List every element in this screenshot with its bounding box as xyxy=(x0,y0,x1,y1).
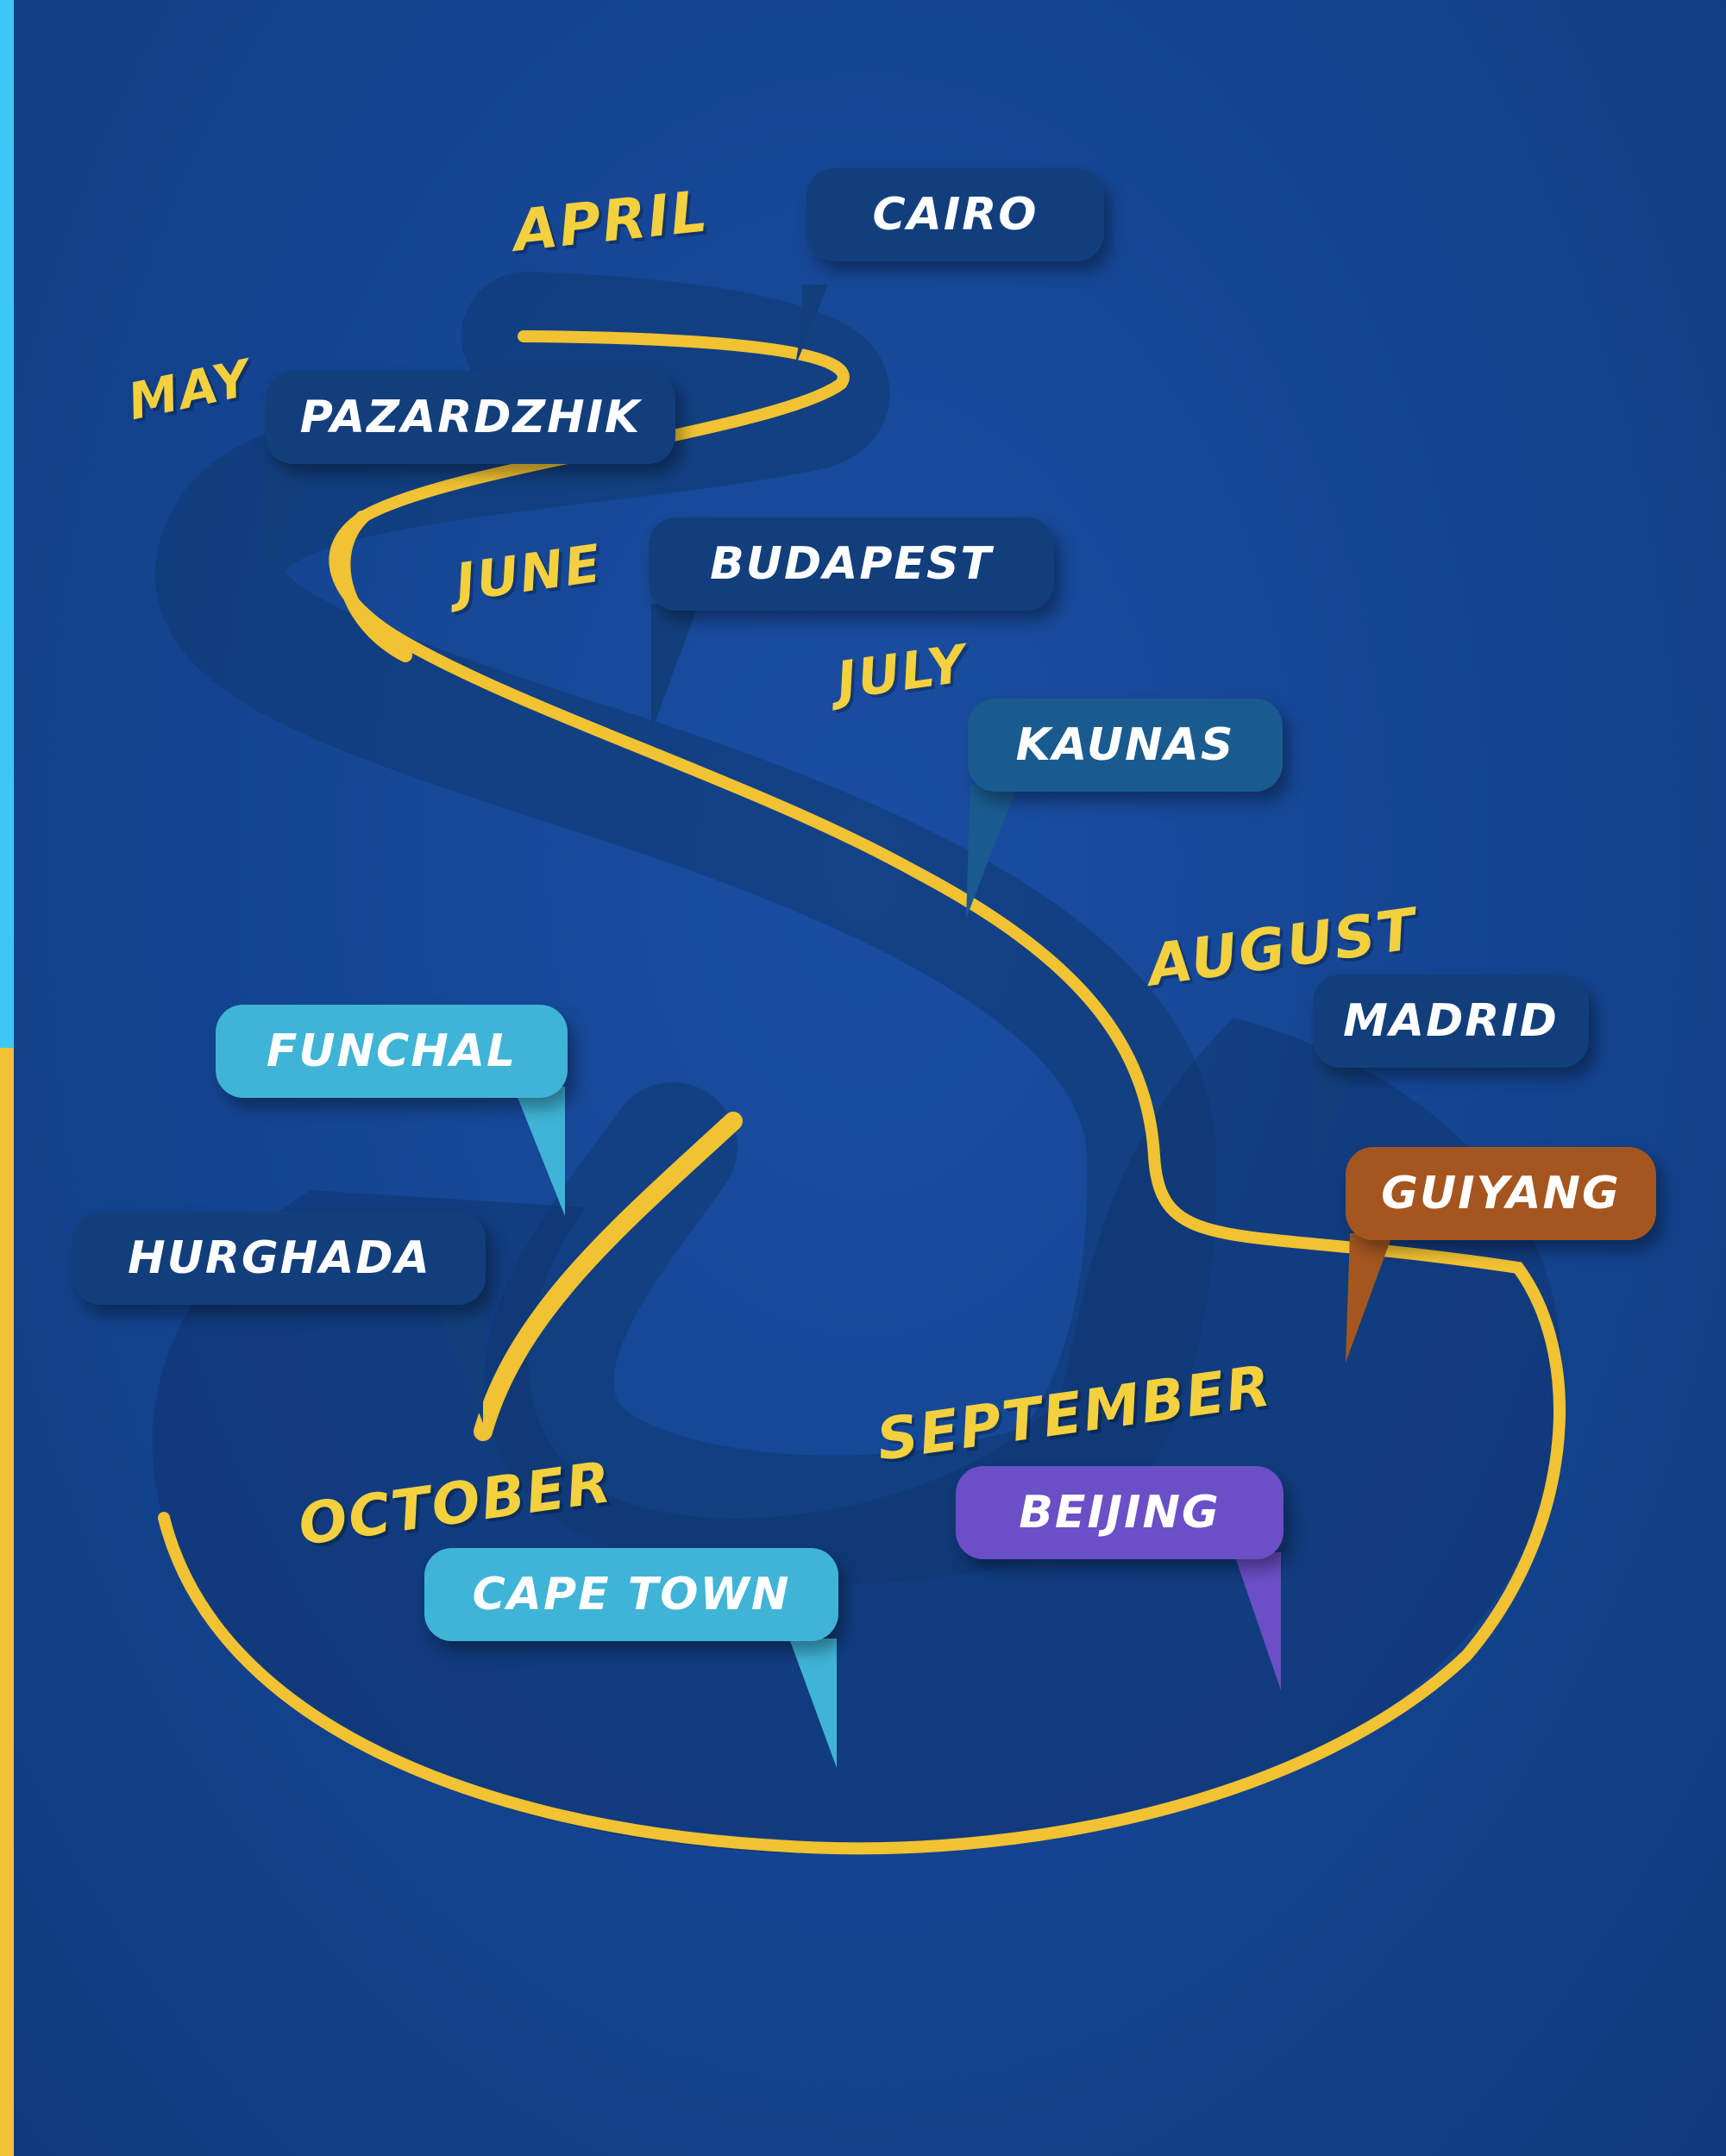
hurghada-bubble-tail xyxy=(431,1294,483,1423)
city-bubble-kaunas: KAUNAS xyxy=(968,699,1283,792)
city-bubble-cairo: CAIRO xyxy=(807,168,1104,261)
city-label-beijing: BEIJING xyxy=(1019,1487,1221,1539)
city-bubble-pazardzhik: PAZARDZHIK xyxy=(266,371,675,464)
route-channel-bowl xyxy=(152,1018,1562,1854)
cairo-bubble-tail xyxy=(794,285,828,371)
city-label-pazardzhik: PAZARDZHIK xyxy=(299,392,642,443)
route-ribbon-top-loop xyxy=(336,511,412,662)
guiyang-bubble-tail xyxy=(1346,1233,1393,1363)
city-label-hurghada: HURGHADA xyxy=(128,1232,431,1284)
city-label-kaunas: KAUNAS xyxy=(1015,719,1235,771)
city-label-madrid: MADRID xyxy=(1343,995,1559,1047)
city-bubble-beijing: BEIJING xyxy=(956,1466,1284,1559)
city-label-capetown: CAPE TOWN xyxy=(472,1569,791,1620)
funchal-bubble-tail xyxy=(513,1087,565,1216)
capetown-bubble-tail xyxy=(789,1639,837,1768)
city-bubble-capetown: CAPE TOWN xyxy=(424,1548,838,1641)
city-label-guiyang: GUIYANG xyxy=(1381,1168,1621,1219)
budapest-bubble-tail xyxy=(651,604,699,733)
edge-accent-bottom xyxy=(0,1048,14,2156)
city-bubble-madrid: MADRID xyxy=(1313,975,1589,1068)
city-bubble-hurghada: HURGHADA xyxy=(73,1212,486,1305)
madrid-bubble-tail xyxy=(1311,1061,1359,1173)
city-label-funchal: FUNCHAL xyxy=(266,1025,518,1077)
route-ribbon-inner-spur xyxy=(474,1112,743,1441)
city-bubble-budapest: BUDAPEST xyxy=(649,517,1054,611)
city-bubble-funchal: FUNCHAL xyxy=(216,1005,568,1098)
city-label-cairo: CAIRO xyxy=(872,189,1039,241)
pazardzhik-bubble-tail xyxy=(267,466,311,569)
kaunas-bubble-tail xyxy=(966,785,1018,918)
beijing-bubble-tail xyxy=(1233,1552,1281,1690)
city-label-budapest: BUDAPEST xyxy=(710,538,993,590)
edge-accent-top xyxy=(0,0,14,1048)
city-bubble-guiyang: GUIYANG xyxy=(1346,1147,1656,1240)
